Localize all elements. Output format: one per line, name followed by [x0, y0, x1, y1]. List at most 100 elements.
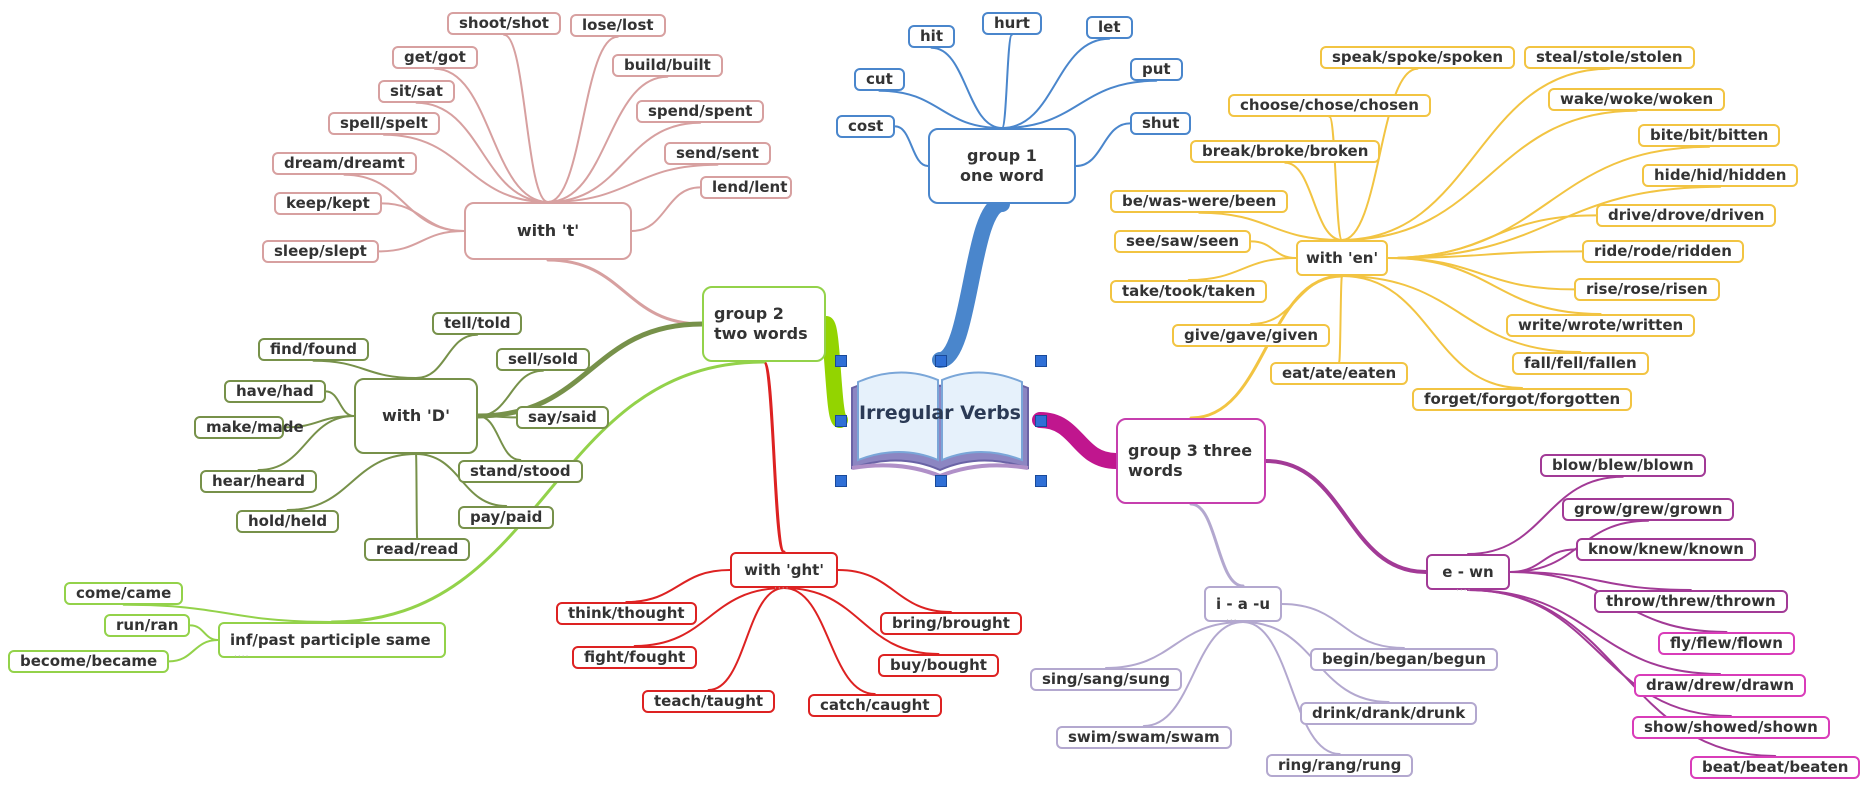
verb-node[interactable]: ride/rode/ridden	[1582, 240, 1744, 263]
collapse-dots-icon[interactable]: ···	[1226, 616, 1238, 626]
resize-handle[interactable]	[935, 475, 947, 487]
with-ght-subtopic[interactable]: with 'ght'	[730, 552, 838, 588]
verb-node[interactable]: grow/grew/grown	[1562, 498, 1735, 521]
verb-node[interactable]: fight/fought	[572, 646, 698, 669]
resize-handle[interactable]	[1035, 475, 1047, 487]
collapse-dots-icon[interactable]: ····	[774, 584, 790, 594]
verb-node[interactable]: wake/woke/woken	[1548, 88, 1726, 111]
verb-node[interactable]: tell/told	[432, 312, 523, 335]
verb-node[interactable]: swim/swam/swam	[1056, 726, 1232, 749]
verb-node[interactable]: send/sent	[664, 142, 771, 165]
group3-topic[interactable]: group 3 three words	[1116, 418, 1266, 504]
verb-node[interactable]: hold/held	[236, 510, 340, 533]
verb-node[interactable]: shoot/shot	[447, 12, 561, 35]
group2-topic[interactable]: group 2 two words	[702, 286, 826, 362]
verb-node[interactable]: know/knew/known	[1576, 538, 1756, 561]
verb-node[interactable]: forget/forgot/forgotten	[1412, 388, 1633, 411]
resize-handle[interactable]	[1035, 415, 1047, 427]
verb-node[interactable]: read/read	[364, 538, 471, 561]
verb-node[interactable]: give/gave/given	[1172, 324, 1331, 347]
branch-line	[1264, 459, 1428, 574]
e-wn-subtopic[interactable]: e - wn	[1426, 554, 1510, 590]
verb-node[interactable]: spell/spelt	[328, 112, 440, 135]
verb-node[interactable]: begin/began/begun	[1310, 648, 1498, 671]
verb-node[interactable]: fly/flew/flown	[1658, 632, 1795, 655]
central-topic[interactable]: Irregular Verbs	[835, 355, 1047, 487]
verb-node[interactable]: drink/drank/drunk	[1300, 702, 1478, 725]
with-en-subtopic[interactable]: with 'en'	[1296, 240, 1388, 276]
verb-node[interactable]: lose/lost	[570, 14, 666, 37]
verb-node[interactable]: let	[1086, 16, 1133, 39]
verb-node[interactable]: steal/stole/stolen	[1524, 46, 1695, 69]
verb-node[interactable]: cut	[854, 68, 905, 91]
verb-node[interactable]: lend/lent	[700, 176, 792, 199]
verb-node[interactable]: say/said	[516, 406, 609, 429]
i-a-u-subtopic[interactable]: i - a -u	[1204, 586, 1282, 622]
verb-node[interactable]: run/ran	[104, 614, 191, 637]
verb-node[interactable]: sit/sat	[378, 80, 455, 103]
verb-node[interactable]: pay/paid	[458, 506, 555, 529]
branch-line	[631, 186, 701, 232]
resize-handle[interactable]	[835, 355, 847, 367]
verb-node[interactable]: be/was-were/been	[1110, 190, 1289, 213]
verb-node[interactable]: fall/fell/fallen	[1512, 352, 1649, 375]
verb-node[interactable]: ring/rang/rung	[1266, 754, 1414, 777]
verb-node[interactable]: get/got	[392, 46, 478, 69]
verb-node[interactable]: eat/ate/eaten	[1270, 362, 1409, 385]
branch-line	[1281, 603, 1405, 649]
verb-node[interactable]: dream/dreamt	[272, 152, 417, 175]
verb-node[interactable]: throw/threw/thrown	[1594, 590, 1788, 613]
verb-node[interactable]: cost	[836, 115, 896, 138]
verb-node[interactable]: spend/spent	[636, 100, 765, 123]
with-t-subtopic[interactable]: with 't'	[464, 202, 632, 260]
with-d-subtopic[interactable]: with 'D'	[354, 378, 478, 454]
verb-node[interactable]: beat/beat/beaten	[1690, 756, 1861, 779]
verb-node[interactable]: buy/bought	[878, 654, 999, 677]
verb-node[interactable]: teach/taught	[642, 690, 776, 713]
verb-node[interactable]: come/came	[64, 582, 184, 605]
verb-node[interactable]: bring/brought	[880, 612, 1022, 635]
verb-node[interactable]: drive/drove/driven	[1596, 204, 1777, 227]
verb-node[interactable]: sleep/slept	[262, 240, 379, 263]
verb-node[interactable]: put	[1130, 58, 1183, 81]
verb-node[interactable]: sell/sold	[496, 348, 590, 371]
verb-node[interactable]: speak/spoke/spoken	[1320, 46, 1516, 69]
collapse-dots-icon[interactable]: ····	[234, 652, 250, 662]
verb-node[interactable]: hurt	[982, 12, 1042, 35]
verb-node[interactable]: blow/blew/blown	[1540, 454, 1706, 477]
verb-node[interactable]: shut	[1130, 112, 1192, 135]
verb-node[interactable]: become/became	[8, 650, 170, 673]
resize-handle[interactable]	[835, 415, 847, 427]
collapse-dots-icon[interactable]: ····	[1456, 586, 1472, 596]
verb-node[interactable]: hit	[908, 25, 955, 48]
verb-node[interactable]: draw/drew/drawn	[1634, 674, 1807, 697]
group1-topic[interactable]: group 1 one word	[928, 128, 1076, 204]
verb-node[interactable]: keep/kept	[274, 192, 382, 215]
verb-node[interactable]: hear/heard	[200, 470, 317, 493]
resize-handle[interactable]	[935, 355, 947, 367]
verb-node[interactable]: hide/hid/hidden	[1642, 164, 1799, 187]
verb-node[interactable]: build/built	[612, 54, 723, 77]
resize-handle[interactable]	[1035, 355, 1047, 367]
resize-handle[interactable]	[835, 475, 847, 487]
main-branch-line	[818, 316, 848, 428]
verb-node[interactable]: stand/stood	[458, 460, 583, 483]
verb-node[interactable]: show/showed/shown	[1632, 716, 1830, 739]
verb-node[interactable]: find/found	[258, 338, 369, 361]
verb-node[interactable]: choose/chose/chosen	[1228, 94, 1431, 117]
verb-node[interactable]: rise/rose/risen	[1574, 278, 1720, 301]
main-branch-line	[1032, 412, 1124, 469]
verb-node[interactable]: catch/caught	[808, 694, 942, 717]
branch-line	[377, 230, 465, 253]
verb-node[interactable]: think/thought	[556, 602, 697, 625]
verb-node[interactable]: see/saw/seen	[1114, 230, 1252, 253]
branch-line	[547, 35, 619, 203]
verb-node[interactable]: write/wrote/written	[1506, 314, 1696, 337]
verb-node[interactable]: have/had	[224, 380, 326, 403]
verb-node[interactable]: sing/sang/sung	[1030, 668, 1182, 691]
inf-past-subtopic[interactable]: inf/past participle same	[218, 622, 446, 658]
verb-node[interactable]: make/made	[194, 416, 304, 439]
verb-node[interactable]: take/took/taken	[1110, 280, 1268, 303]
verb-node[interactable]: bite/bit/bitten	[1638, 124, 1781, 147]
verb-node[interactable]: break/broke/broken	[1190, 140, 1381, 163]
